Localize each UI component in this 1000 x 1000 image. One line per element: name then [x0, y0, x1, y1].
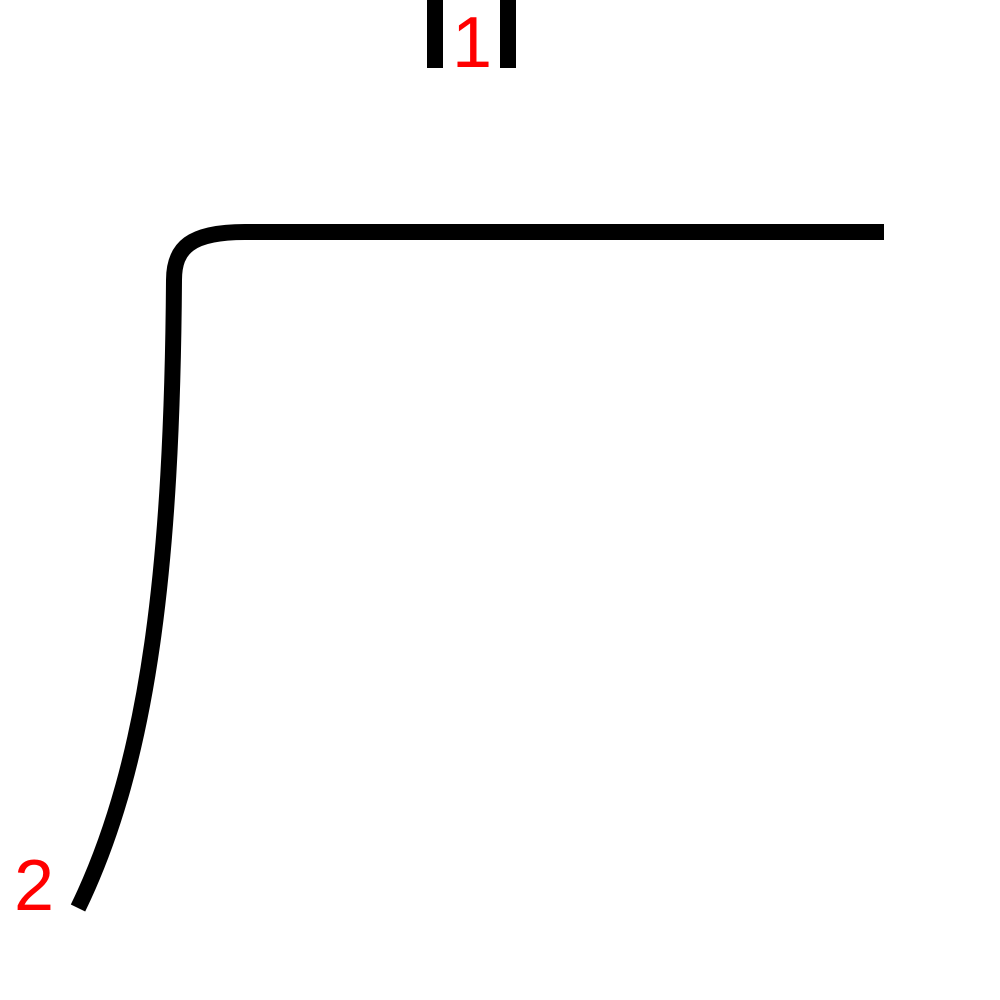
stroke-2-curve	[70, 224, 884, 912]
stroke-1-label: 1	[452, 3, 492, 83]
stroke-2-label: 2	[14, 846, 54, 926]
stroke-1-group	[427, 0, 516, 68]
